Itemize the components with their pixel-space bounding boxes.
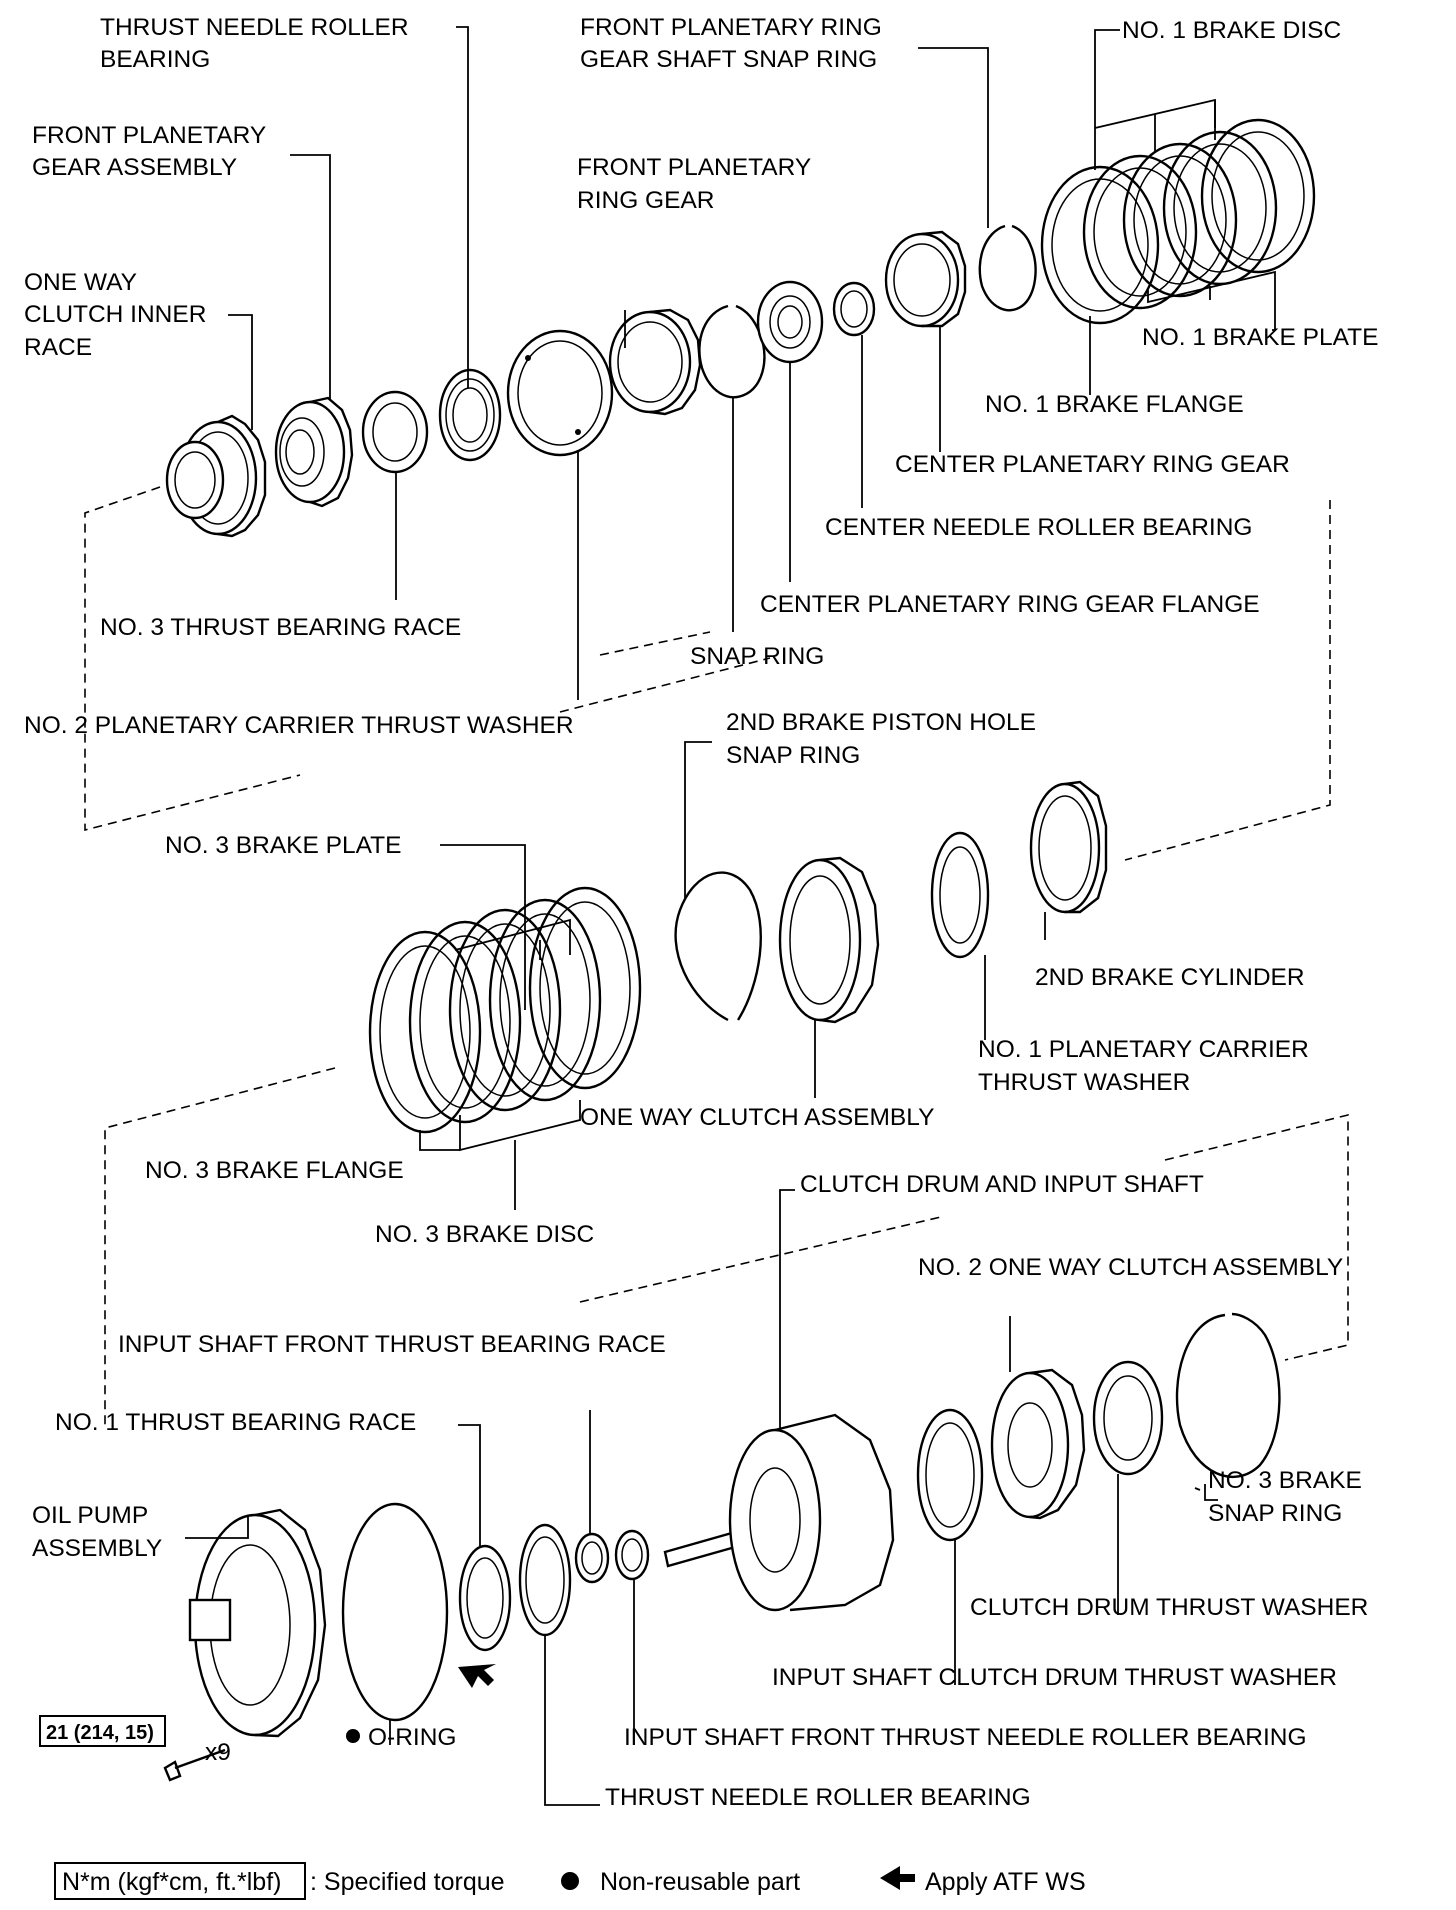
nonreusable-dot-icon [346,1729,360,1743]
assembly-dashed-lines [84,486,1349,1430]
no2-one-way-clutch-assembly-part [990,1368,1086,1520]
label-no1-brake-flange: NO. 1 BRAKE FLANGE [985,391,1244,418]
legend-atf-text: Apply ATF WS [925,1868,1086,1896]
legend-nonreusable-text: Non-reusable part [600,1868,800,1896]
oil-pump-bolt-part [163,1748,226,1782]
no1-thrust-bearing-race-part [458,1544,512,1652]
center-planetary-ring-gear-flange-part [756,280,824,364]
label-input-shaft-front-thrust-bearing-race: INPUT SHAFT FRONT THRUST BEARING RACE [118,1331,666,1358]
no3-thrust-bearing-race-part [361,390,429,474]
no1-planetary-carrier-thrust-washer-part [930,831,990,959]
label-no3-brake-flange: NO. 3 BRAKE FLANGE [145,1157,404,1184]
label-no3-brake-snap-ring: NO. 3 BRAKE SNAP RING [1208,1467,1369,1527]
label-snap-ring: SNAP RING [690,643,824,670]
no1-brake-pack-part [1040,118,1316,325]
one-way-clutch-inner-race-part [165,414,267,538]
label-no1-planetary-carrier-thrust-washer: NO. 1 PLANETARY CARRIER THRUST WASHER [978,1036,1316,1096]
label-front-planetary-ring-gear-shaft-snap-ring: FRONT PLANETARY RING GEAR SHAFT SNAP RIN… [580,14,889,73]
label-thrust-needle-roller-bearing-bottom: THRUST NEEDLE ROLLER BEARING [605,1784,1031,1811]
label-input-shaft-front-thrust-needle-roller-bearing: INPUT SHAFT FRONT THRUST NEEDLE ROLLER B… [624,1724,1307,1751]
legend-nonreusable-dot-icon [561,1872,579,1890]
label-center-needle-roller-bearing: CENTER NEEDLE ROLLER BEARING [825,514,1253,541]
label-second-brake-piston-hole-snap-ring: 2ND BRAKE PISTON HOLE SNAP RING [726,709,1043,769]
legend-atf-arrow-icon [880,1866,915,1890]
no3-brake-snap-ring-part [1175,1312,1281,1479]
leader-lines [185,26,1276,1806]
label-front-planetary-ring-gear: FRONT PLANETARY RING GEAR [577,154,818,214]
legend-torque-text: : Specified torque [310,1868,505,1896]
apply-atf-arrow-icon [458,1664,496,1688]
clutch-drum-thrust-washer-part [1092,1360,1164,1476]
label-no1-brake-disc: NO. 1 BRAKE DISC [1122,17,1341,44]
no2-planetary-carrier-thrust-washer-part [506,329,614,457]
o-ring-part [341,1502,449,1722]
label-clutch-drum-thrust-washer: CLUTCH DRUM THRUST WASHER [970,1594,1368,1621]
second-brake-piston-hole-snap-ring-part [674,871,762,1022]
legend-torque-unit: N*m (kgf*cm, ft.*lbf) [62,1868,281,1896]
label-center-planetary-ring-gear-flange: CENTER PLANETARY RING GEAR FLANGE [760,591,1260,618]
clutch-drum-and-input-shaft-part [663,1413,895,1612]
legend-torque-box [54,1862,306,1900]
label-no3-brake-disc: NO. 3 BRAKE DISC [375,1221,594,1248]
label-one-way-clutch-assembly: ONE WAY CLUTCH ASSEMBLY [580,1104,934,1131]
center-needle-roller-bearing-part [832,281,876,337]
label-no2-planetary-carrier-thrust-washer: NO. 2 PLANETARY CARRIER THRUST WASHER [24,712,574,739]
label-no1-thrust-bearing-race: NO. 1 THRUST BEARING RACE [55,1409,416,1436]
thrust-needle-roller-bearing-top-part [438,368,502,462]
torque-spec-value: 21 (214, 15) [46,1722,154,1744]
label-thrust-needle-roller-bearing-top: THRUST NEEDLE ROLLER BEARING [100,14,415,73]
label-no3-brake-plate: NO. 3 BRAKE PLATE [165,832,401,859]
label-front-planetary-gear-assembly: FRONT PLANETARY GEAR ASSEMBLY [32,122,273,181]
label-no2-one-way-clutch-assembly: NO. 2 ONE WAY CLUTCH ASSEMBLY [918,1254,1343,1281]
label-no3-thrust-bearing-race: NO. 3 THRUST BEARING RACE [100,614,461,641]
center-planetary-ring-gear-part [884,230,967,328]
front-planetary-gear-assembly-part [274,396,354,508]
input-shaft-front-thrust-needle-roller-bearing-part [614,1529,650,1581]
oil-pump-assembly-part [188,1508,327,1738]
label-oil-pump-assembly: OIL PUMP ASSEMBLY [32,1502,162,1562]
label-one-way-clutch-inner-race: ONE WAY CLUTCH INNER RACE [24,269,213,361]
label-clutch-drum-and-input-shaft: CLUTCH DRUM AND INPUT SHAFT [800,1171,1204,1198]
front-planetary-ring-gear-part [608,308,702,416]
input-shaft-clutch-drum-thrust-washer-part [916,1408,984,1542]
bolt-count: x9 [205,1739,231,1766]
one-way-clutch-assembly-part [778,856,880,1024]
label-no1-brake-plate: NO. 1 BRAKE PLATE [1142,324,1378,351]
label-center-planetary-ring-gear: CENTER PLANETARY RING GEAR [895,451,1290,478]
thrust-needle-roller-bearing-bottom-part [518,1523,572,1637]
torque-spec-box [39,1715,166,1747]
label-second-brake-cylinder: 2ND BRAKE CYLINDER [1035,964,1305,991]
front-planetary-ring-gear-shaft-snap-ring-part [978,224,1037,312]
legend: N*m (kgf*cm, ft.*lbf) : Specified torque… [54,1862,1086,1900]
label-o-ring: O-RING [368,1724,456,1751]
second-brake-cylinder-part [1029,780,1108,914]
label-input-shaft-clutch-drum-thrust-washer: INPUT SHAFT CLUTCH DRUM THRUST WASHER [772,1664,1337,1691]
snap-ring-part [698,304,766,399]
input-shaft-front-thrust-bearing-race-part [574,1532,610,1584]
no3-brake-pack-part [368,886,642,1134]
